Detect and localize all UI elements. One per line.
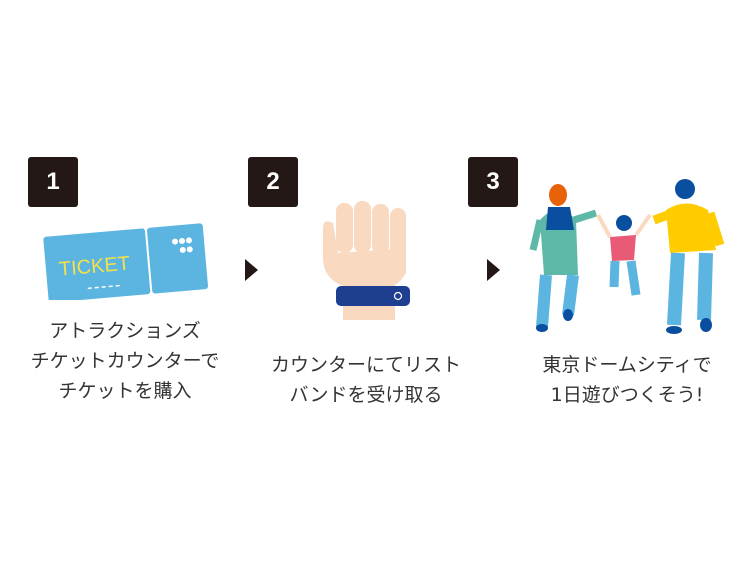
caption-line: 東京ドームシティで (542, 354, 712, 376)
step-2-badge: 2 (248, 157, 298, 207)
step-1-caption: アトラクションズ チケットカウンターで チケットを購入 (31, 316, 220, 406)
wristband-hand-icon (323, 201, 410, 320)
caption-line: カウンターにてリスト (270, 354, 462, 376)
step-1-badge: 1 (28, 157, 78, 207)
caption-line: バンドを受け取る (289, 384, 443, 406)
caption-line: 1日遊びつくそう! (550, 384, 704, 406)
step-3-badge: 3 (468, 157, 518, 207)
ticket-icon: TICKET (43, 223, 209, 300)
caption-line: アトラクションズ (49, 320, 201, 342)
arrow-right-icon (487, 259, 500, 281)
step-3-caption: 東京ドームシティで 1日遊びつくそう! (542, 350, 711, 410)
arrow-right-icon (245, 259, 258, 281)
step-2-caption: カウンターにてリスト バンドを受け取る (271, 350, 461, 410)
caption-line: チケットカウンターで (30, 350, 220, 372)
family-illustration (529, 179, 725, 334)
caption-line: チケットを購入 (58, 380, 192, 402)
